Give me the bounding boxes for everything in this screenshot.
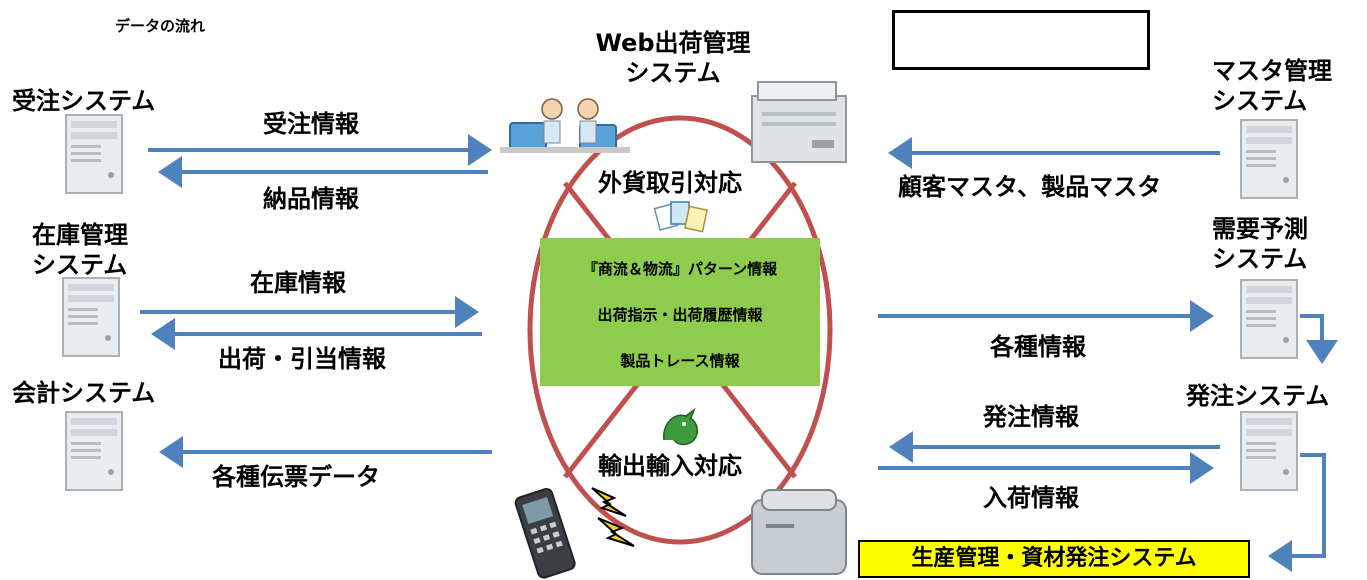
arrow-demand-to-purchase [1300,314,1338,364]
center-item-1: 『商流＆物流』パターン情報 [582,260,778,278]
server-icon [65,114,123,194]
server-icon [1240,279,1298,359]
center-ellipse [527,115,833,545]
flow-purchase-order-info-label: 発注情報 [983,403,1079,431]
flow-delivery-info-label: 納品情報 [263,185,359,213]
server-icon [62,277,120,357]
production-system-box: 生産管理・資材発注システム [858,540,1250,578]
documents-icon [653,201,708,233]
handheld-scanner-icon [514,488,576,579]
dragon-icon [663,407,699,446]
demand-system-label-line2: システム [1212,245,1308,273]
flow-slip-data-label: 各種伝票データ [212,463,380,491]
purchase-system-label: 発注システム [1186,382,1330,410]
center-top-section-label: 外貨取引対応 [598,169,742,197]
order-system-label: 受注システム [12,87,156,115]
flow-various-info-label: 各種情報 [990,333,1086,361]
server-icon [1240,119,1298,199]
center-bottom-section-label: 輸出輸入対応 [598,452,742,480]
center-item-3: 製品トレース情報 [620,352,740,370]
label-printer-icon [751,489,847,575]
flow-receiving-info-label: 入荷情報 [983,484,1079,512]
office-workers-icon [500,98,630,153]
flow-stock-info-label: 在庫情報 [250,269,346,297]
server-icon [65,411,123,491]
flow-order-info-label: 受注情報 [263,110,359,138]
center-item-2: 出荷指示・出荷履歴情報 [597,306,763,324]
accounting-system-label: 会計システム [12,379,156,407]
center-title-line2: システム [625,59,721,87]
center-title-line1: Web出荷管理 [595,29,751,57]
lightning-icon [591,487,635,547]
flow-master-data-label: 顧客マスタ、製品マスタ [898,173,1162,201]
production-system-label: 生産管理・資材発注システム [911,546,1197,571]
server-icon [1240,411,1298,491]
master-system-label-line1: マスタ管理 [1212,57,1332,85]
flow-shipping-allocation-label: 出荷・引当情報 [218,345,386,373]
legend-label: データの流れ [115,17,206,35]
arrow-purchase-to-production [1268,453,1326,572]
master-system-label-line2: システム [1212,87,1308,115]
inventory-system-label-line1: 在庫管理 [32,221,128,249]
server-box-icon [751,81,847,163]
demand-system-label-line1: 需要予測 [1212,215,1308,243]
center-info-box: 『商流＆物流』パターン情報 出荷指示・出荷履歴情報 製品トレース情報 [540,238,820,386]
inventory-system-label-line2: システム [32,251,128,279]
legend-box [892,10,1150,70]
